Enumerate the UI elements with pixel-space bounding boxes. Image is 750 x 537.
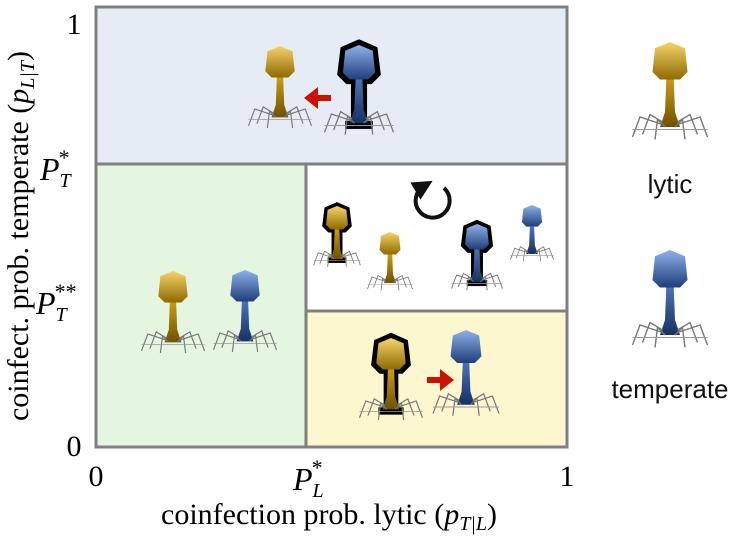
legend-temperate-phage-icon xyxy=(631,250,709,348)
phage-icon xyxy=(432,330,500,416)
x-threshold-label: PL* xyxy=(292,455,324,502)
x-tick-max: 1 xyxy=(560,460,575,493)
phage-icon xyxy=(367,232,413,291)
y-threshold2-label: PT** xyxy=(35,279,77,326)
phage-icon xyxy=(451,219,503,291)
legend-lytic-phage-icon xyxy=(631,42,709,140)
legend-temperate-label: temperate xyxy=(611,374,728,404)
red-arrow-icon xyxy=(427,369,454,391)
phage-icon xyxy=(323,39,395,135)
region-lytic-dominates-top xyxy=(94,5,569,166)
y-threshold1-label: PT* xyxy=(39,145,73,192)
y-tick-max: 1 xyxy=(67,8,82,41)
phage-icon xyxy=(247,46,313,128)
region-coexistence-left xyxy=(94,162,308,449)
legend-lytic-label: lytic xyxy=(648,169,693,199)
red-arrow-icon xyxy=(304,87,331,109)
cycle-arrow-icon xyxy=(410,180,452,220)
y-axis-label: coinfect. prob. temperate (pL|T) xyxy=(2,51,39,421)
phage-icon xyxy=(140,271,206,353)
x-axis-label: coinfection prob. lytic (pT|L) xyxy=(161,498,497,535)
phage-icon xyxy=(212,270,278,352)
phage-icon xyxy=(358,332,424,420)
phage-icon xyxy=(510,205,554,262)
phage-icon xyxy=(313,202,361,267)
x-tick-min: 0 xyxy=(89,460,104,493)
region-cycle-middle xyxy=(304,162,569,313)
y-tick-min: 0 xyxy=(67,430,82,463)
